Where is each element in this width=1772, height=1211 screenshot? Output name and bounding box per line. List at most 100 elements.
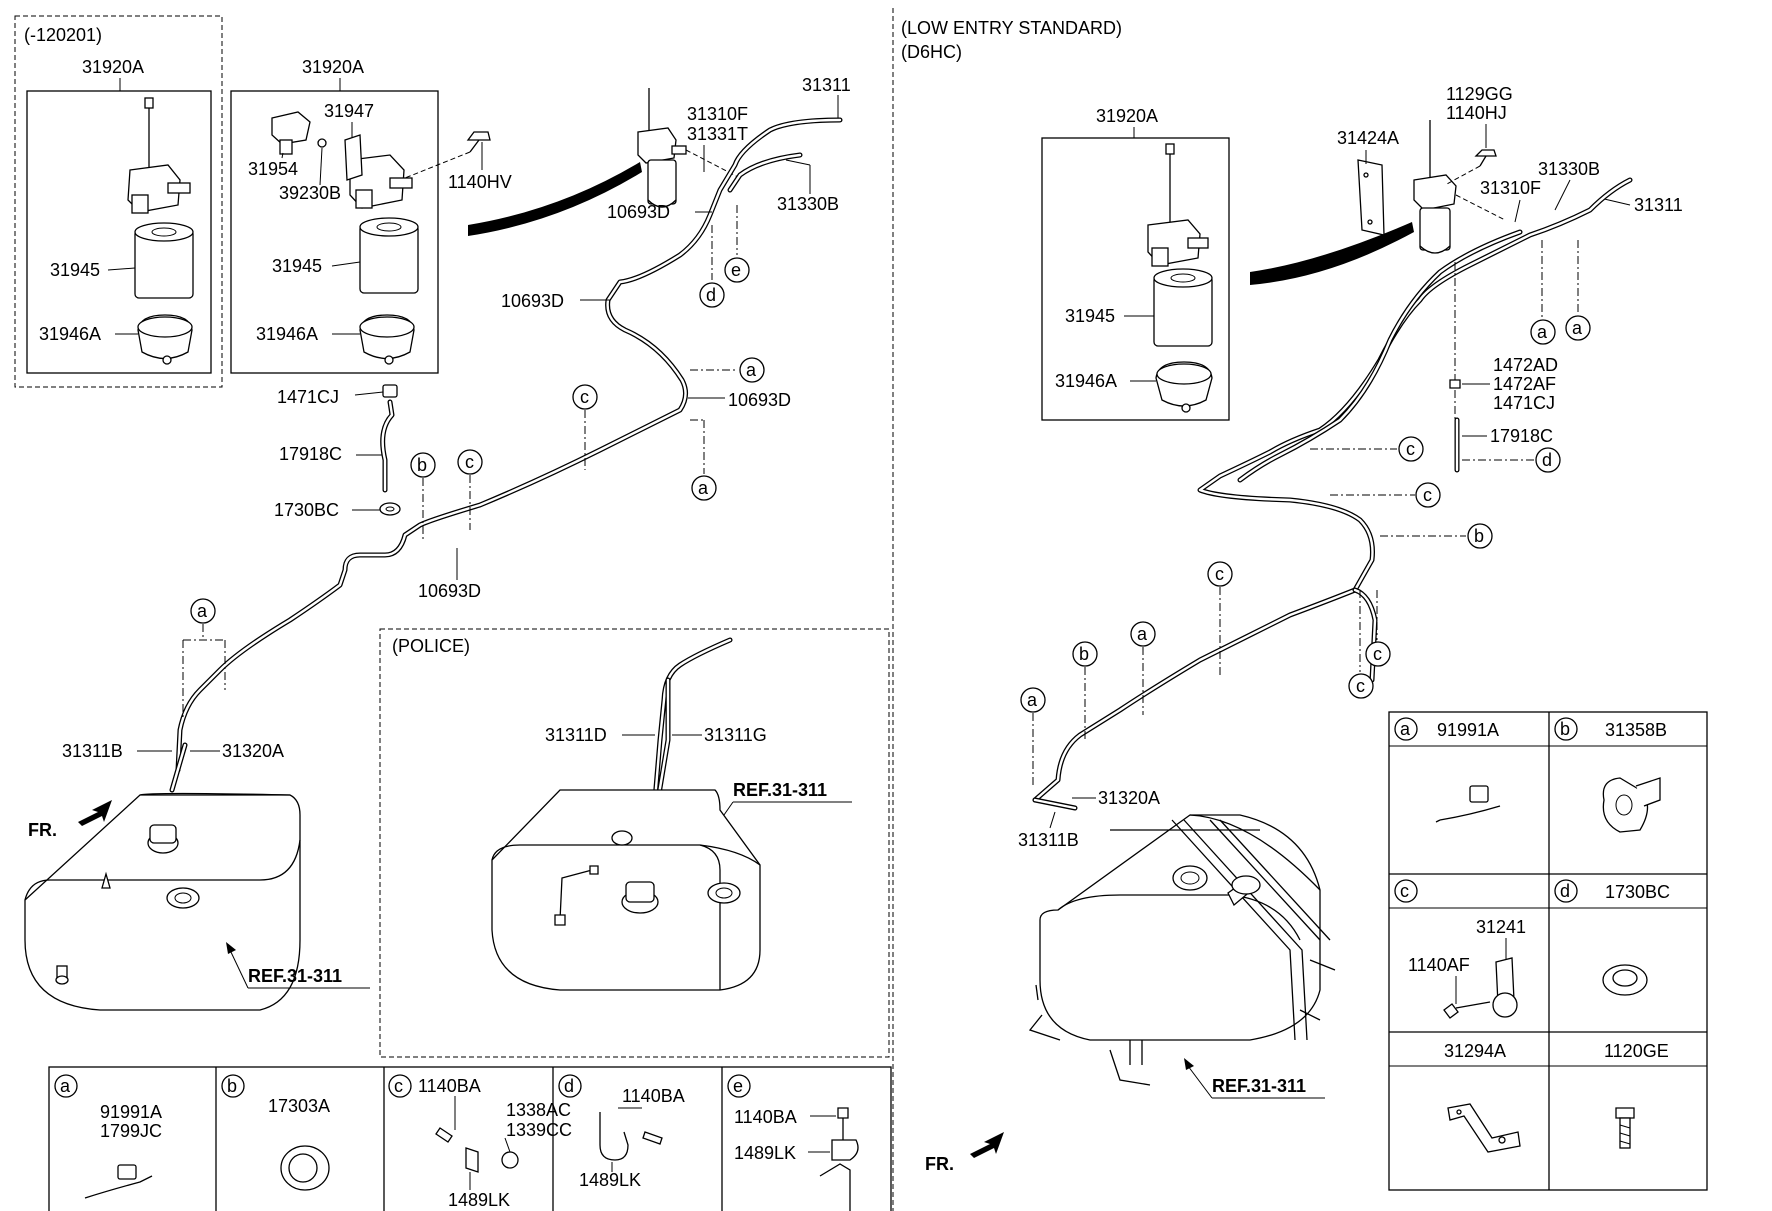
callout-a-lower: a	[182, 598, 226, 720]
callout-c-mid: c	[457, 449, 483, 530]
right-callout-a-2: a	[1565, 240, 1591, 341]
callout-a-upper: a	[690, 357, 765, 383]
right-clamp-group-icon	[1449, 262, 1461, 473]
right-clamp-b-label: 1472AF	[1493, 374, 1556, 394]
adapter-label: 31331T	[687, 124, 748, 144]
right-fuel-feed-label: 31311	[1634, 195, 1683, 215]
svg-text:a: a	[1400, 719, 1411, 739]
svg-text:c: c	[1215, 564, 1224, 584]
right-callout-d: d	[1462, 447, 1561, 473]
right-callout-a-4: a	[1020, 687, 1046, 785]
svg-text:1489LK: 1489LK	[448, 1190, 510, 1210]
svg-text:17303A: 17303A	[268, 1096, 330, 1116]
fuel-feed-label: 31311	[802, 75, 851, 95]
right-filter-assembly-icon	[1250, 120, 1506, 285]
right-filter-head-icon	[1147, 143, 1209, 267]
bolt-b-label: 1140HJ	[1446, 103, 1507, 123]
svg-text:b: b	[1079, 644, 1089, 664]
legend-right-cell-b: b 31358B	[1554, 717, 1667, 833]
clip-label: 39230B	[279, 183, 341, 203]
bowl-b-label: 31946A	[256, 324, 318, 344]
filter-element-a-label: 31945	[50, 260, 100, 280]
bolt-icon	[404, 131, 491, 179]
right-callout-a-3: a	[1130, 621, 1156, 715]
police-ref-label: REF.31-311	[733, 780, 827, 800]
svg-text:b: b	[227, 1076, 237, 1096]
right-title-line1: (LOW ENTRY STANDARD)	[901, 18, 1122, 38]
svg-text:1730BC: 1730BC	[1605, 882, 1670, 902]
tube-b-label: 31311B	[62, 741, 123, 761]
clamp-1471-label: 1471CJ	[277, 387, 339, 407]
svg-text:1338AC: 1338AC	[506, 1100, 571, 1120]
filter-assembly-icon	[468, 88, 687, 236]
svg-text:c: c	[1356, 676, 1365, 696]
svg-text:c: c	[580, 387, 589, 407]
right-ref-label: REF.31-311	[1212, 1076, 1306, 1096]
svg-text:b: b	[1560, 719, 1570, 739]
svg-text:1339CC: 1339CC	[506, 1120, 572, 1140]
svg-text:a: a	[1137, 624, 1148, 644]
filter-assy-label: 31310F	[687, 104, 748, 124]
callout-c-right: c	[572, 384, 598, 470]
right-hose-label: 17918C	[1490, 426, 1553, 446]
legend-left-cell-b: b 17303A	[221, 1074, 330, 1191]
right-main-fuel-tube	[1032, 177, 1633, 811]
main-fuel-tube	[169, 117, 843, 793]
hose-label: 17918C	[279, 444, 342, 464]
front-arrow-icon	[78, 800, 112, 826]
right-bracket-label: 31424A	[1337, 128, 1399, 148]
clamp-d4-label: 10693D	[418, 581, 481, 601]
svg-text:91991A: 91991A	[100, 1102, 162, 1122]
police-box	[379, 628, 890, 1058]
svg-text:a: a	[746, 360, 757, 380]
ref-left-label: REF.31-311	[248, 966, 342, 986]
right-front-arrow-icon	[970, 1132, 1004, 1158]
right-callout-c-2: c	[1330, 482, 1441, 508]
svg-text:31241: 31241	[1476, 917, 1526, 937]
right-panel: (LOW ENTRY STANDARD) (D6HC) 31920A 31945…	[901, 18, 1708, 1191]
filter-element-b-icon	[359, 217, 419, 294]
grommet-icon	[379, 502, 401, 516]
bowl-b-icon	[359, 314, 415, 365]
filter-box-b-title: 31920A	[302, 57, 364, 77]
right-callout-b-1: b	[1380, 523, 1493, 549]
svg-text:a: a	[1027, 690, 1038, 710]
clamp-d2-label: 10693D	[501, 291, 564, 311]
svg-text:31294A: 31294A	[1444, 1041, 1506, 1061]
right-filter-box-title: 31920A	[1096, 106, 1158, 126]
callout-d-top: d	[699, 225, 725, 308]
bowl-a-label: 31946A	[39, 324, 101, 344]
filter-element-a-icon	[134, 222, 194, 299]
filter-element-b-label: 31945	[272, 256, 322, 276]
svg-text:a: a	[197, 601, 208, 621]
callout-b-mid: b	[410, 452, 436, 540]
bolt-a-label: 1129GG	[1446, 84, 1513, 104]
svg-text:d: d	[706, 285, 716, 305]
svg-text:91991A: 91991A	[1437, 720, 1499, 740]
right-bowl-icon	[1155, 361, 1213, 413]
svg-text:31358B: 31358B	[1605, 720, 1667, 740]
bowl-a-icon	[137, 314, 193, 365]
filter-box-a-title: 31920A	[82, 57, 144, 77]
svg-text:a: a	[698, 478, 709, 498]
hose-icon	[380, 399, 395, 493]
legend-right-cell-1120ge: 1120GE	[1604, 1041, 1669, 1149]
legend-right-cell-a: a 91991A	[1394, 717, 1501, 823]
right-filter-box	[1041, 137, 1230, 421]
right-callout-b-2: b	[1072, 641, 1098, 740]
legend-right-cell-d: d 1730BC	[1554, 879, 1670, 996]
front-arrow-label: FR.	[28, 820, 57, 840]
filter-box-a	[26, 90, 212, 374]
variant-label: (-120201)	[24, 25, 102, 45]
right-title-line2: (D6HC)	[901, 42, 962, 62]
clamp-d3-label: 10693D	[728, 390, 791, 410]
svg-text:1489LK: 1489LK	[734, 1143, 796, 1163]
svg-text:b: b	[417, 455, 427, 475]
svg-text:c: c	[1406, 439, 1415, 459]
sensor-label: 31954	[248, 159, 298, 179]
svg-text:1120GE: 1120GE	[1604, 1041, 1669, 1061]
right-filter-element-icon	[1153, 268, 1213, 347]
legend-right-cell-c: c 31241 1140AF	[1394, 879, 1526, 1019]
svg-text:a: a	[60, 1076, 71, 1096]
